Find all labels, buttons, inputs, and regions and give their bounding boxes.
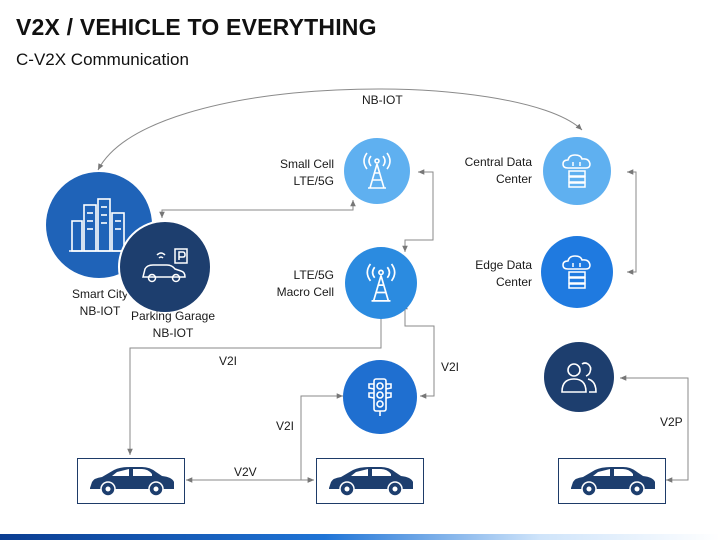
parking-garage-label: Parking Garage NB-IOT xyxy=(130,309,216,340)
cloud-server-icon xyxy=(562,255,591,289)
people-icon xyxy=(561,362,597,393)
macro-cell-node xyxy=(345,247,417,319)
smart-city-label: Smart City NB-IOT xyxy=(71,287,128,318)
small-macro-link xyxy=(402,169,434,252)
traffic-light-node xyxy=(343,360,417,434)
car-icon xyxy=(571,467,655,497)
edge-label-v2i-left: V2I xyxy=(219,354,238,368)
page-title: V2X / VEHICLE TO EVERYTHING xyxy=(16,14,377,40)
central-data-center-label: Central Data Center xyxy=(464,155,532,186)
parking-car-icon xyxy=(142,248,188,283)
edge-data-center-node xyxy=(541,236,613,308)
central-data-center-node xyxy=(543,137,611,205)
cloud-server-icon xyxy=(562,154,591,188)
macro-cell-label: LTE/5G Macro Cell xyxy=(276,268,334,299)
cell-tower-icon xyxy=(363,152,391,189)
car-middle xyxy=(316,458,424,504)
edge-label-v2v: V2V xyxy=(234,465,257,479)
car-icon xyxy=(90,467,174,497)
central-edge-link xyxy=(627,169,637,275)
parking-small-cell-link xyxy=(159,200,356,218)
v2i-left-link xyxy=(127,303,384,455)
edge-label-v2p: V2P xyxy=(660,415,683,429)
edge-label-v2i-mid: V2I xyxy=(276,419,295,433)
parking-garage-node xyxy=(118,220,212,314)
car-icon xyxy=(329,467,413,497)
page-subtitle: C-V2X Communication xyxy=(16,50,189,69)
edge-data-center-label: Edge Data Center xyxy=(475,258,532,289)
edge-label-v2i-right: V2I xyxy=(441,360,460,374)
v2i-right-link xyxy=(402,303,435,399)
traffic-light-icon xyxy=(368,378,392,416)
small-cell-node xyxy=(344,138,410,204)
cell-tower-icon xyxy=(366,263,396,302)
car-left xyxy=(77,458,185,504)
small-cell-label: Small Cell LTE/5G xyxy=(279,157,334,188)
pedestrian-node xyxy=(544,342,614,412)
edge-label-nbiot: NB-IOT xyxy=(362,93,403,107)
bottom-accent-bar xyxy=(0,534,720,540)
nbiot-arc xyxy=(97,88,583,171)
car-right xyxy=(558,458,666,504)
city-buildings-icon xyxy=(69,198,128,252)
v2p-link xyxy=(620,375,689,483)
